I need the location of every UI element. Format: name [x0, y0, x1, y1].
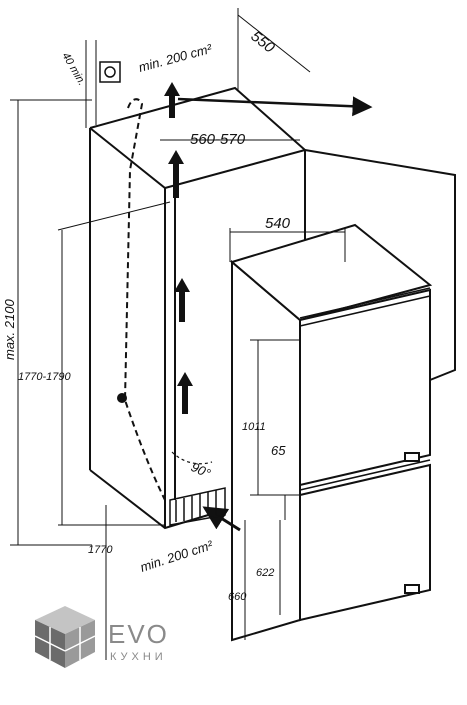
door-hinge [404, 452, 420, 594]
niche-cabinet [89, 86, 308, 530]
fridge-top-rail [299, 287, 431, 491]
airflow-bottom-line [202, 506, 241, 532]
dimension-lines [10, 8, 346, 660]
label-vent-bottom: min. 200 cm² [138, 537, 215, 575]
logo-cube-icon [34, 606, 96, 668]
label-door-gap: 65 [271, 443, 286, 458]
logo-subtitle: КУХНИ [110, 651, 167, 663]
label-angle: 90° [189, 459, 213, 481]
evo-logo: EVO КУХНИ [34, 606, 169, 668]
label-niche-height: 1770-1790 [18, 371, 71, 383]
label-width-niche: 560-570 [190, 131, 246, 148]
label-depth-niche: 550 [248, 28, 279, 57]
vent-grille [169, 487, 226, 526]
label-max-height: max. 2100 [2, 299, 17, 360]
logo-brand: EVO [108, 619, 169, 649]
cable-plug [117, 393, 127, 403]
airflow-arrows [164, 82, 193, 414]
fridge-appliance [229, 223, 433, 642]
socket-icon [99, 61, 121, 83]
angle-arc [171, 451, 213, 465]
label-appliance-height: 1770 [88, 544, 113, 556]
power-cable [123, 98, 166, 501]
label-vent-top: min. 200 cm² [137, 41, 214, 75]
label-gap-top: 40 min. [59, 51, 87, 88]
label-lower-660: 660 [228, 591, 247, 603]
airflow-top-line [177, 96, 373, 117]
label-appliance-width: 540 [265, 215, 291, 232]
label-fridge-door: 1011 [242, 421, 266, 433]
label-lower-622: 622 [256, 567, 274, 579]
